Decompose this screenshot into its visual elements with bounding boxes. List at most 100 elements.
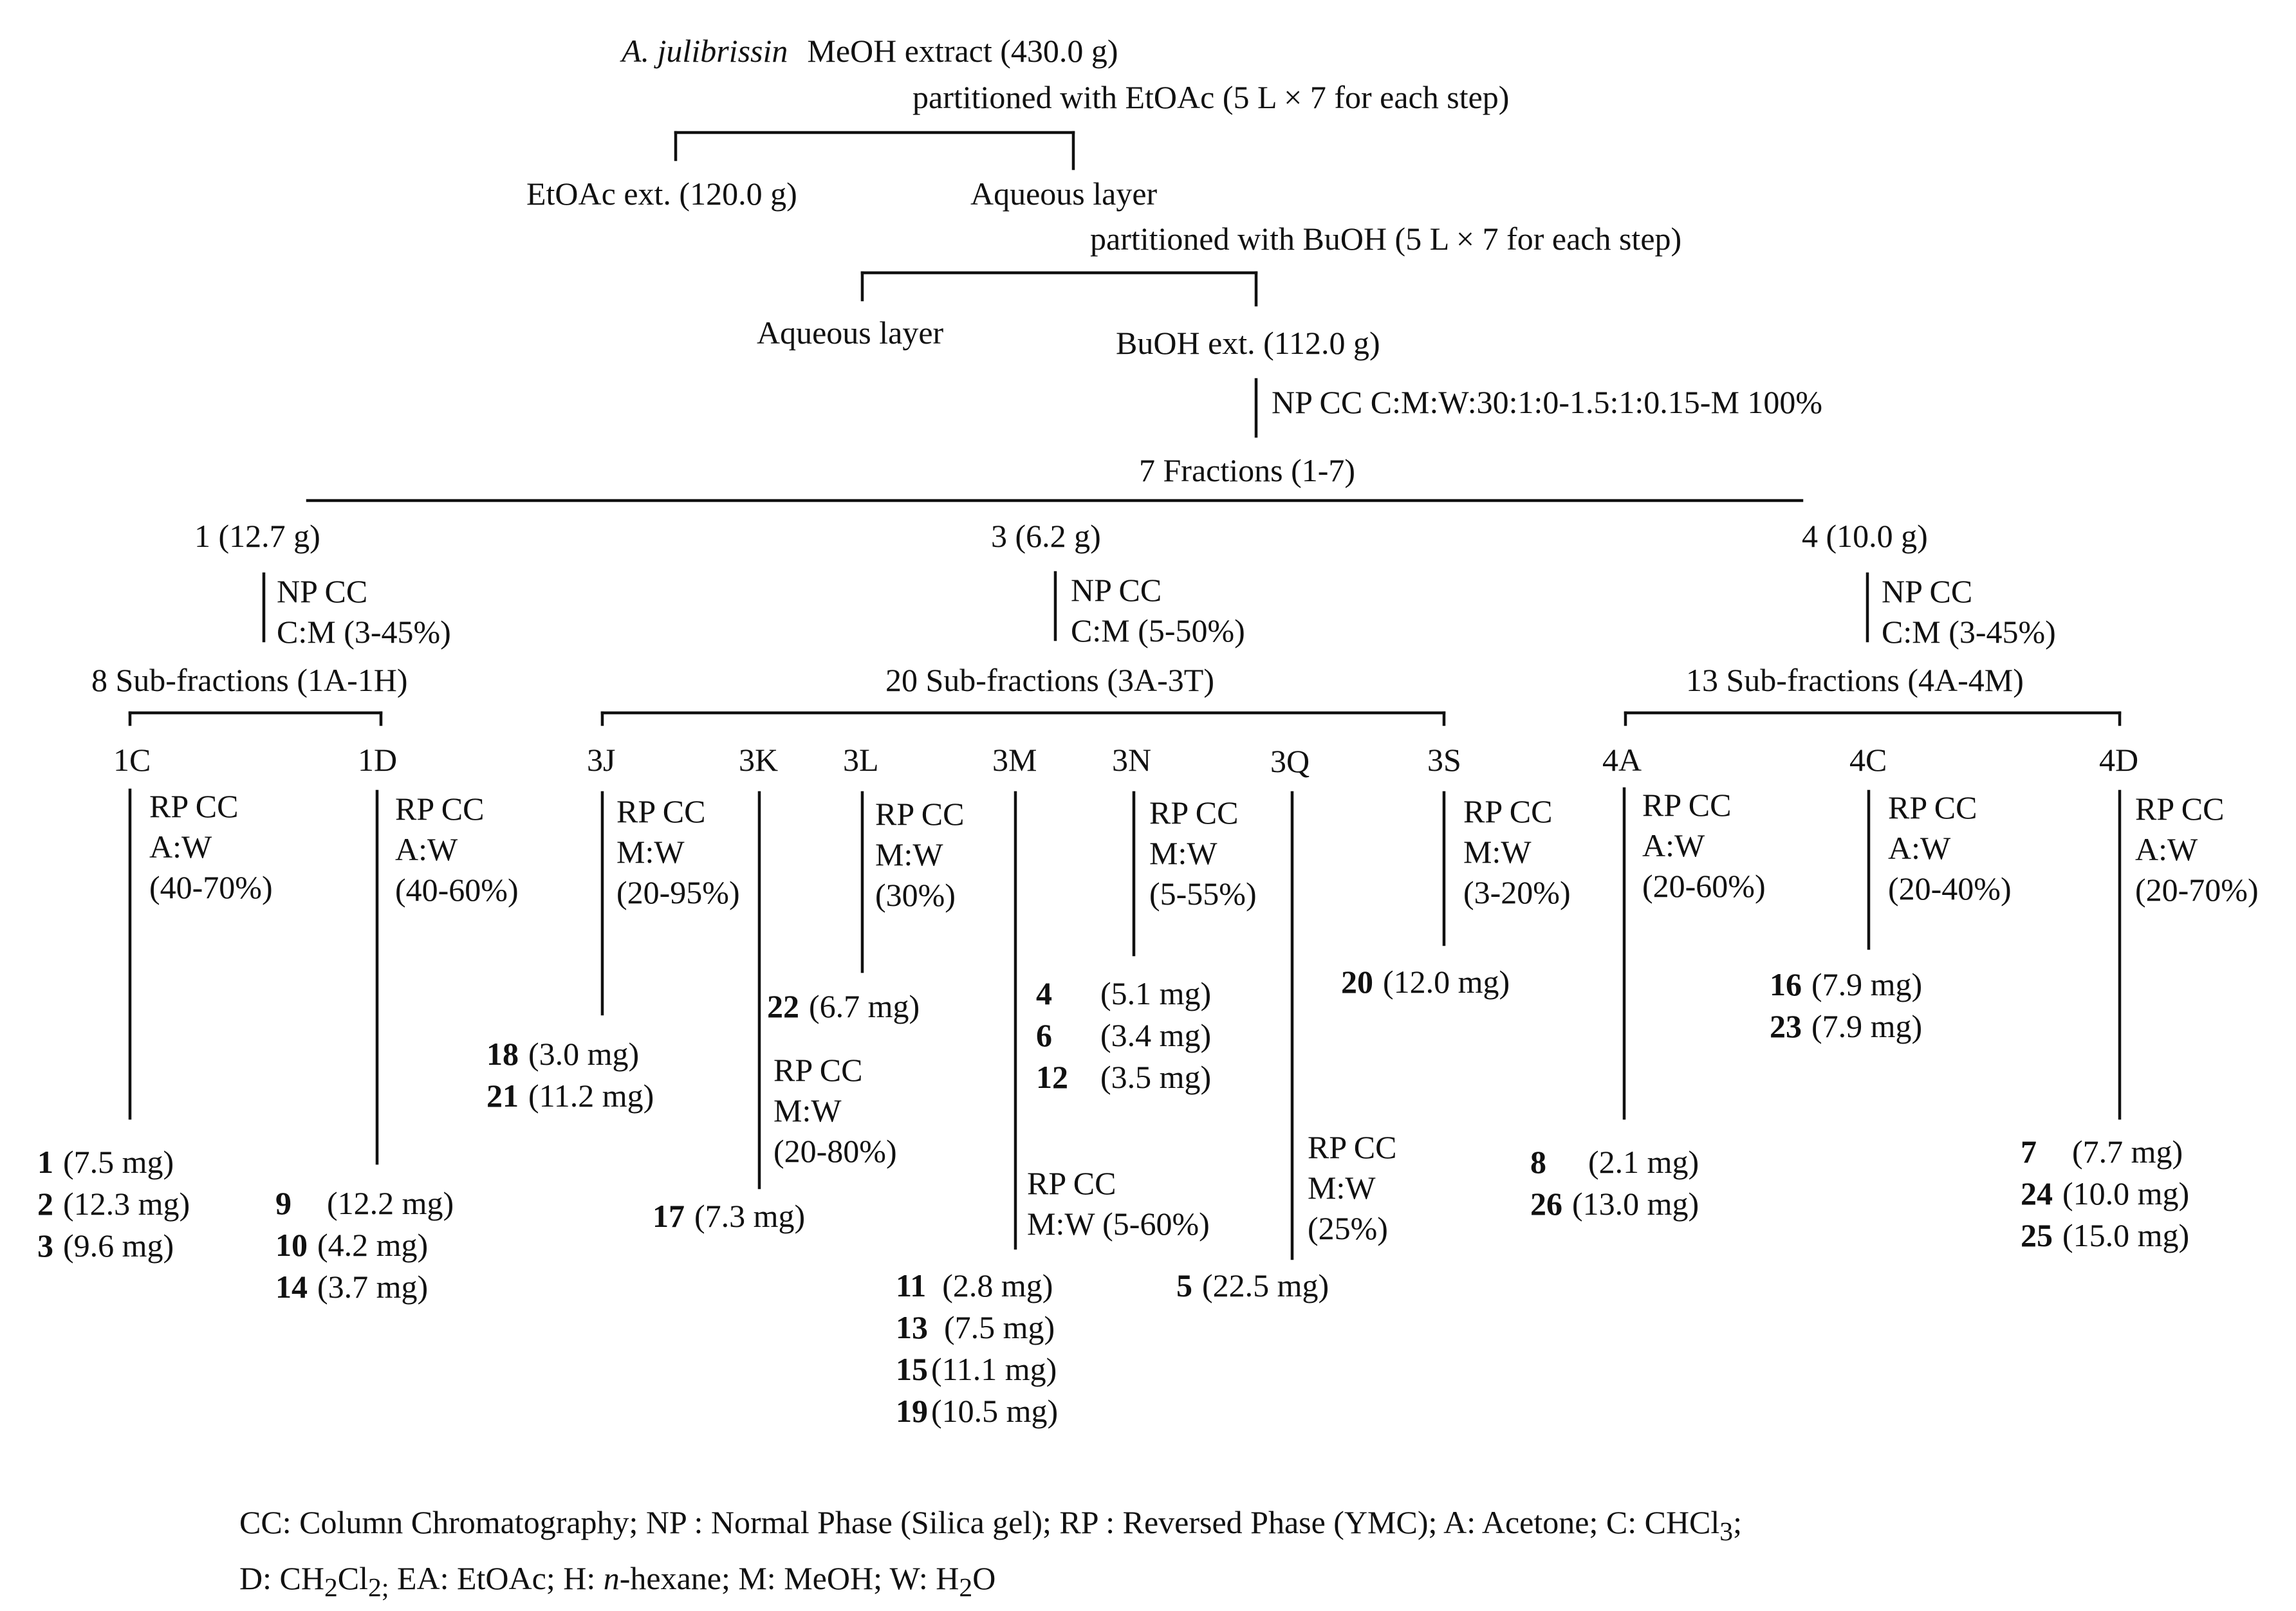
subfraction-3J: 3J [587, 742, 616, 778]
compound-number: 14 [275, 1269, 308, 1305]
extract-amount: MeOH extract (430.0 g) [807, 33, 1118, 69]
compound-number: 4 [1036, 975, 1052, 1011]
compounds-3S: 20 (12.0 mg) [1341, 961, 1510, 1003]
compound-row: 23(7.9 mg) [1770, 1006, 1922, 1047]
compound-number: 6 [1036, 1017, 1052, 1053]
cc-3L: RP CC M:W (30%) [875, 796, 965, 913]
compound-number: 15 [896, 1351, 928, 1387]
compound-row: 1(7.5 mg) [37, 1141, 190, 1183]
compound-row: 15(11.1 mg) [896, 1349, 1058, 1390]
compound-number: 16 [1770, 966, 1802, 1002]
compound-mass: (3.7 mg) [317, 1269, 429, 1305]
subfraction-3L: 3L [843, 742, 879, 778]
partition-buoh-label: partitioned with BuOH (5 L × 7 for each … [1090, 221, 1682, 257]
compound-number: 9 [275, 1185, 292, 1221]
compound-mass: (7.9 mg) [1811, 1008, 1923, 1044]
subfraction-3S: 3S [1427, 742, 1461, 778]
buoh-ext-label: BuOH ext. (112.0 g) [1116, 325, 1380, 361]
cc-3S: RP CC M:W (3-20%) [1463, 793, 1571, 910]
compound-number: 12 [1036, 1059, 1068, 1095]
compound-row: 16(7.9 mg) [1770, 964, 1922, 1006]
compound-row: 25(15.0 mg) [2021, 1215, 2189, 1257]
compound-mass: (7.3 mg) [694, 1198, 806, 1234]
compound-row: 10(4.2 mg) [275, 1224, 454, 1266]
compound-number: 23 [1770, 1008, 1802, 1044]
compound-number: 21 [486, 1078, 519, 1114]
compounds-3L: 22 (6.7 mg) [767, 986, 920, 1027]
subfraction-4C: 4C [1849, 742, 1887, 778]
compound-row: 20 (12.0 mg) [1341, 961, 1510, 1003]
cc-4D: RP CC A:W (20-70%) [2135, 791, 2259, 908]
subfraction-4D: 4D [2099, 742, 2139, 778]
fraction-1-cc: NP CC C:M (3-45%) [277, 573, 451, 650]
compound-row: 9(12.2 mg) [275, 1183, 454, 1224]
subfraction-1C: 1C [113, 742, 151, 778]
compounds-4A: 8 (2.1 mg) 26(13.0 mg) [1530, 1141, 1699, 1225]
aqueous-layer-2-label: Aqueous layer [757, 315, 944, 351]
compound-mass: (7.7 mg) [2072, 1134, 2183, 1170]
compound-mass: (3.4 mg) [1100, 1017, 1212, 1053]
compound-row: 14(3.7 mg) [275, 1266, 454, 1308]
compounds-4D: 7(7.7 mg) 24(10.0 mg) 25(15.0 mg) [2021, 1131, 2189, 1257]
compound-number: 1 [37, 1144, 53, 1180]
compound-row: 4 (5.1 mg) [1036, 973, 1211, 1015]
cc-3Q: RP CC M:W (25%) [1308, 1129, 1397, 1246]
compound-number: 13 [896, 1309, 928, 1345]
compounds-3J: 18(3.0 mg) 21(11.2 mg) [486, 1033, 654, 1117]
legend-line-2: D: CH2Cl2; EA: EtOAc; H: n-hexane; M: Me… [239, 1560, 996, 1603]
fraction-3-subfractions: 20 Sub-fractions (3A-3T) [885, 662, 1214, 698]
compound-number: 8 [1530, 1144, 1546, 1180]
compound-mass: (5.1 mg) [1100, 975, 1212, 1011]
compound-row: 26(13.0 mg) [1530, 1183, 1699, 1225]
compound-row: 2 (12.3 mg) [37, 1183, 190, 1225]
fraction-4-subfractions: 13 Sub-fractions (4A-4M) [1686, 662, 2024, 698]
fraction-1-subfractions: 8 Sub-fractions (1A-1H) [91, 662, 408, 698]
compound-row: 7(7.7 mg) [2021, 1131, 2189, 1173]
subfraction-3N: 3N [1112, 742, 1152, 778]
compound-row: 6 (3.4 mg) [1036, 1015, 1211, 1056]
compound-mass: (22.5 mg) [1202, 1267, 1329, 1303]
buoh-cc-conditions: NP CC C:M:W:30:1:0-1.5:1:0.15-M 100% [1272, 384, 1823, 420]
compound-mass: (10.0 mg) [2062, 1175, 2190, 1211]
etoac-ext-label: EtOAc ext. (120.0 g) [526, 176, 797, 212]
compounds-3Q: 5 (22.5 mg) [1176, 1265, 1329, 1307]
compound-number: 5 [1176, 1267, 1192, 1303]
species-name: A. julibrissin [622, 33, 788, 69]
cc-3N: RP CC M:W (5-55%) [1149, 795, 1257, 912]
compound-mass: (10.5 mg) [931, 1393, 1059, 1429]
compound-mass: (7.9 mg) [1811, 966, 1923, 1002]
compound-number: 2 [37, 1186, 53, 1222]
cc-4A: RP CC A:W (20-60%) [1642, 787, 1766, 904]
aqueous-layer-1-label: Aqueous layer [970, 176, 1158, 212]
compound-row: 22 (6.7 mg) [767, 986, 920, 1027]
compound-number: 22 [767, 988, 799, 1024]
cc-3K: RP CC M:W (20-80%) [773, 1052, 897, 1169]
compound-mass: (11.2 mg) [528, 1078, 654, 1114]
compound-row: 19(10.5 mg) [896, 1390, 1058, 1432]
subfraction-3K: 3K [739, 742, 779, 778]
compound-row: 3(9.6 mg) [37, 1225, 190, 1267]
compounds-3M: 11(2.8 mg) 13(7.5 mg) 15(11.1 mg) 19(10.… [896, 1265, 1058, 1432]
compound-mass: (7.5 mg) [944, 1309, 1055, 1345]
abbreviation-legend: CC: Column Chromatography; NP : Normal P… [239, 1499, 1742, 1611]
compound-number: 19 [896, 1393, 928, 1429]
fraction-3-label: 3 (6.2 g) [991, 518, 1101, 554]
compound-mass: (11.1 mg) [931, 1351, 1057, 1387]
compound-number: 20 [1341, 964, 1373, 1000]
compound-mass: (12.0 mg) [1383, 964, 1510, 1000]
subfraction-4A: 4A [1602, 742, 1642, 778]
compound-row: 18(3.0 mg) [486, 1033, 654, 1075]
fraction-4-label: 4 (10.0 g) [1802, 518, 1928, 554]
crude-extract-label: A. julibrissin MeOH extract (430.0 g) [622, 35, 1118, 67]
compound-mass: (6.7 mg) [809, 988, 920, 1024]
compound-number: 18 [486, 1036, 519, 1072]
compound-mass: (12.3 mg) [63, 1186, 190, 1222]
compound-mass: (3.5 mg) [1100, 1059, 1212, 1095]
compound-mass: (2.1 mg) [1588, 1144, 1699, 1180]
compounds-3N: 4 (5.1 mg) 6 (3.4 mg) 12 (3.5 mg) [1036, 973, 1211, 1098]
seven-fractions-label: 7 Fractions (1-7) [1139, 452, 1356, 488]
subfraction-3Q: 3Q [1270, 743, 1310, 779]
compounds-1D: 9(12.2 mg) 10(4.2 mg) 14(3.7 mg) [275, 1183, 454, 1308]
partition-etoac-label: partitioned with EtOAc (5 L × 7 for each… [912, 79, 1510, 115]
